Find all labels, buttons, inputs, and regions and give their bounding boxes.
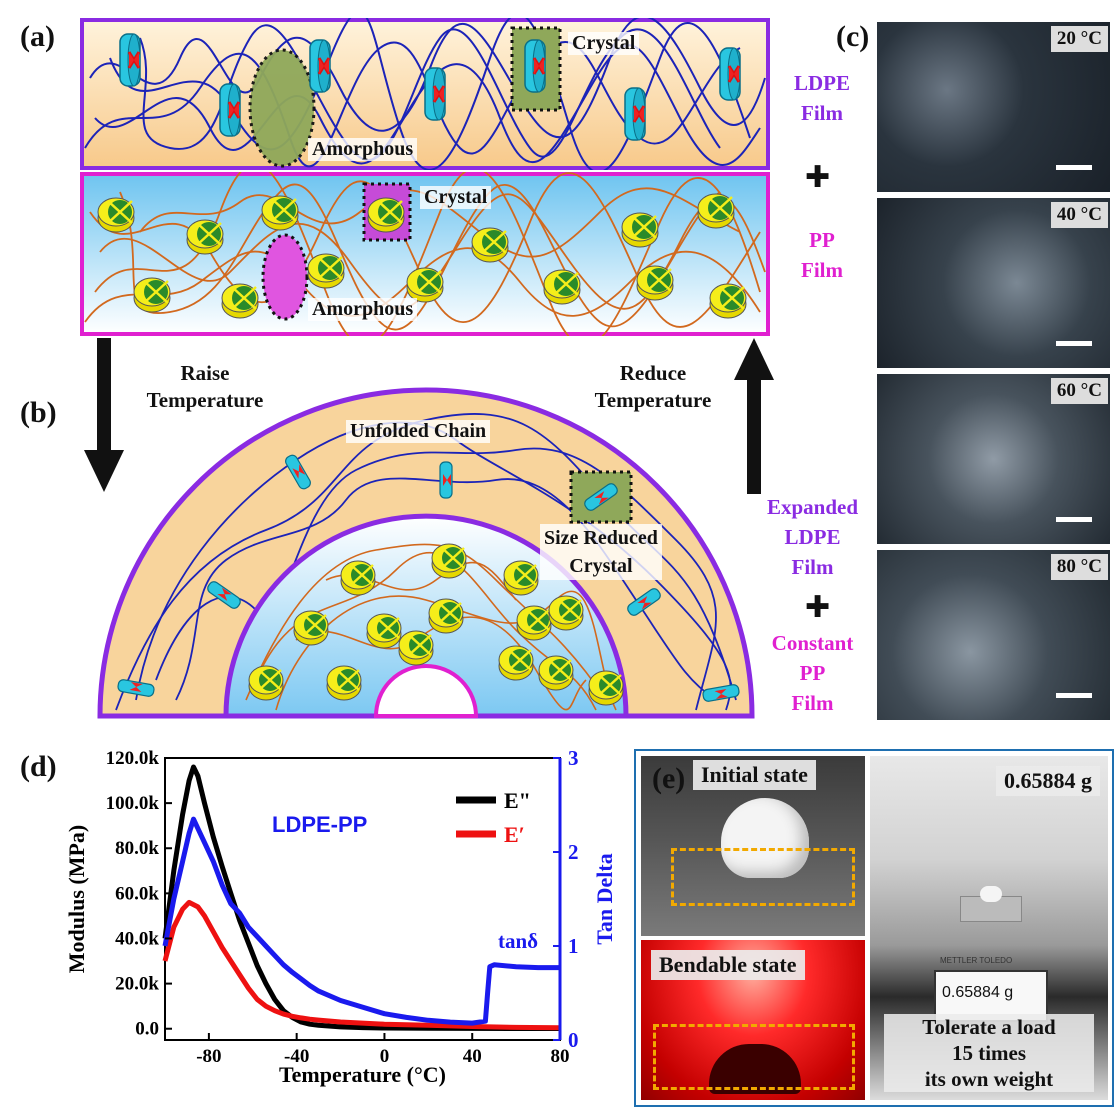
micrograph-40c: 40 °C: [877, 198, 1110, 368]
x-tick-label-1: -40: [284, 1046, 309, 1067]
legend-label-0: E": [504, 788, 531, 813]
y2-axis-label: Tan Delta: [592, 853, 617, 944]
y-axis-label: Modulus (MPa): [64, 825, 89, 974]
plus-icon-2: ✚: [805, 591, 831, 624]
constant-pp-film-label: Constant PP Film: [771, 631, 854, 715]
scale-bar: [1056, 517, 1092, 522]
y-tick-label-3: 60.0k: [115, 883, 159, 904]
y2-tick-label-0: 0: [568, 1028, 579, 1052]
cotton-ball: [721, 798, 809, 878]
brand-label: METTLER TOLEDO: [940, 956, 1013, 965]
ldpe-film-label: LDPE Film: [793, 71, 850, 125]
temp-label-40c: 40 °C: [1050, 202, 1108, 228]
plus-icon: ✚: [805, 161, 831, 194]
bendable-state-photo: Bendable state: [641, 940, 865, 1100]
reduce-temperature-label: Reduce Temperature: [594, 361, 712, 412]
ldpe-crystal-label: Crystal: [568, 32, 640, 55]
y-tick-label-5: 100.0k: [106, 793, 160, 814]
micrograph-60c: 60 °C: [877, 374, 1110, 544]
y-tick-label-0: 0.0: [135, 1019, 159, 1040]
scale-bar: [1056, 165, 1092, 170]
temp-label-20c: 20 °C: [1050, 26, 1108, 52]
size-reduced-crystal-label: Size Reduced Crystal: [540, 524, 662, 580]
series-line-0: [162, 764, 560, 1031]
pp-film-label: PP Film: [801, 228, 843, 282]
panel-e-label: (e): [652, 762, 686, 795]
y-tick-label-4: 80.0k: [115, 838, 159, 859]
y-tick-label-2: 40.0k: [115, 928, 159, 949]
x-tick-label-2: 0: [380, 1046, 390, 1067]
bent-film: [709, 1044, 801, 1094]
x-axis-label: Temperature (°C): [279, 1062, 446, 1087]
panel-b-label: (b): [20, 396, 57, 429]
balance-screen: [934, 970, 1048, 1022]
sample-annotation: LDPE-PP: [272, 812, 367, 837]
expanded-ldpe-film-label: Expanded LDPE Film: [766, 495, 859, 579]
pp-crystal-label: Crystal: [420, 186, 492, 209]
unfolded-chain-label: Unfolded Chain: [346, 420, 491, 443]
ldpe-film-diagram: [80, 18, 770, 170]
initial-state-label: Initial state: [693, 760, 816, 790]
temp-label-60c: 60 °C: [1050, 378, 1108, 404]
y2-tick-label-1: 1: [568, 934, 579, 958]
scale-bar: [1056, 693, 1092, 698]
micrograph-80c: 80 °C: [877, 550, 1110, 720]
panel-d-label: (d): [20, 750, 57, 783]
dma-chart: -80 -40 0 40 80 0.0 20.0k 40.0k 60.0k 80.0k 100.0k…: [64, 746, 617, 1087]
y-tick-label-1: 20.0k: [115, 974, 159, 995]
raise-temperature-arrow-icon: [84, 338, 124, 492]
scale-bar: [1056, 341, 1092, 346]
series-line-1: [162, 899, 561, 1031]
weight-reading-label: 0.65884 g: [996, 766, 1100, 796]
x-tick-label-0: -80: [196, 1046, 221, 1067]
bendable-state-label: Bendable state: [651, 950, 805, 980]
raise-temperature-label: Raise Temperature: [146, 361, 264, 412]
expanded-film-diagram: [97, 387, 755, 719]
reduce-temperature-arrow-icon: [734, 338, 774, 494]
micrograph-20c: 20 °C: [877, 22, 1110, 192]
panel-a-label: (a): [20, 20, 55, 53]
x-tick-label-3: 40: [463, 1046, 482, 1067]
load-caption: Tolerate a load 15 times its own weight: [884, 1014, 1094, 1092]
balance-photo: 0.65884 g METTLER TOLEDO 0.65884 g Toler…: [870, 756, 1108, 1100]
sample: [980, 886, 1002, 902]
highlight-box: [671, 848, 855, 906]
y2-tick-label-2: 2: [568, 840, 579, 864]
plot-frame: [164, 757, 561, 1041]
temp-label-80c: 80 °C: [1050, 554, 1108, 580]
y-tick-label-6: 120.0k: [106, 748, 160, 769]
ldpe-amorphous-label: Amorphous: [308, 138, 418, 161]
pp-amorphous-label: Amorphous: [308, 298, 418, 321]
initial-state-photo: Initial state: [641, 756, 865, 936]
pp-film-diagram: [80, 172, 770, 336]
tan-annotation: tanδ: [498, 929, 538, 953]
y2-tick-label-3: 3: [568, 746, 579, 770]
series-line-2: [162, 816, 560, 1026]
balance-screen-value: 0.65884 g: [942, 984, 1014, 1001]
x-tick-label-4: 80: [551, 1046, 570, 1067]
legend-label-1: E′: [504, 822, 525, 847]
panel-c-label: (c): [836, 20, 870, 53]
highlight-box: [653, 1024, 855, 1090]
